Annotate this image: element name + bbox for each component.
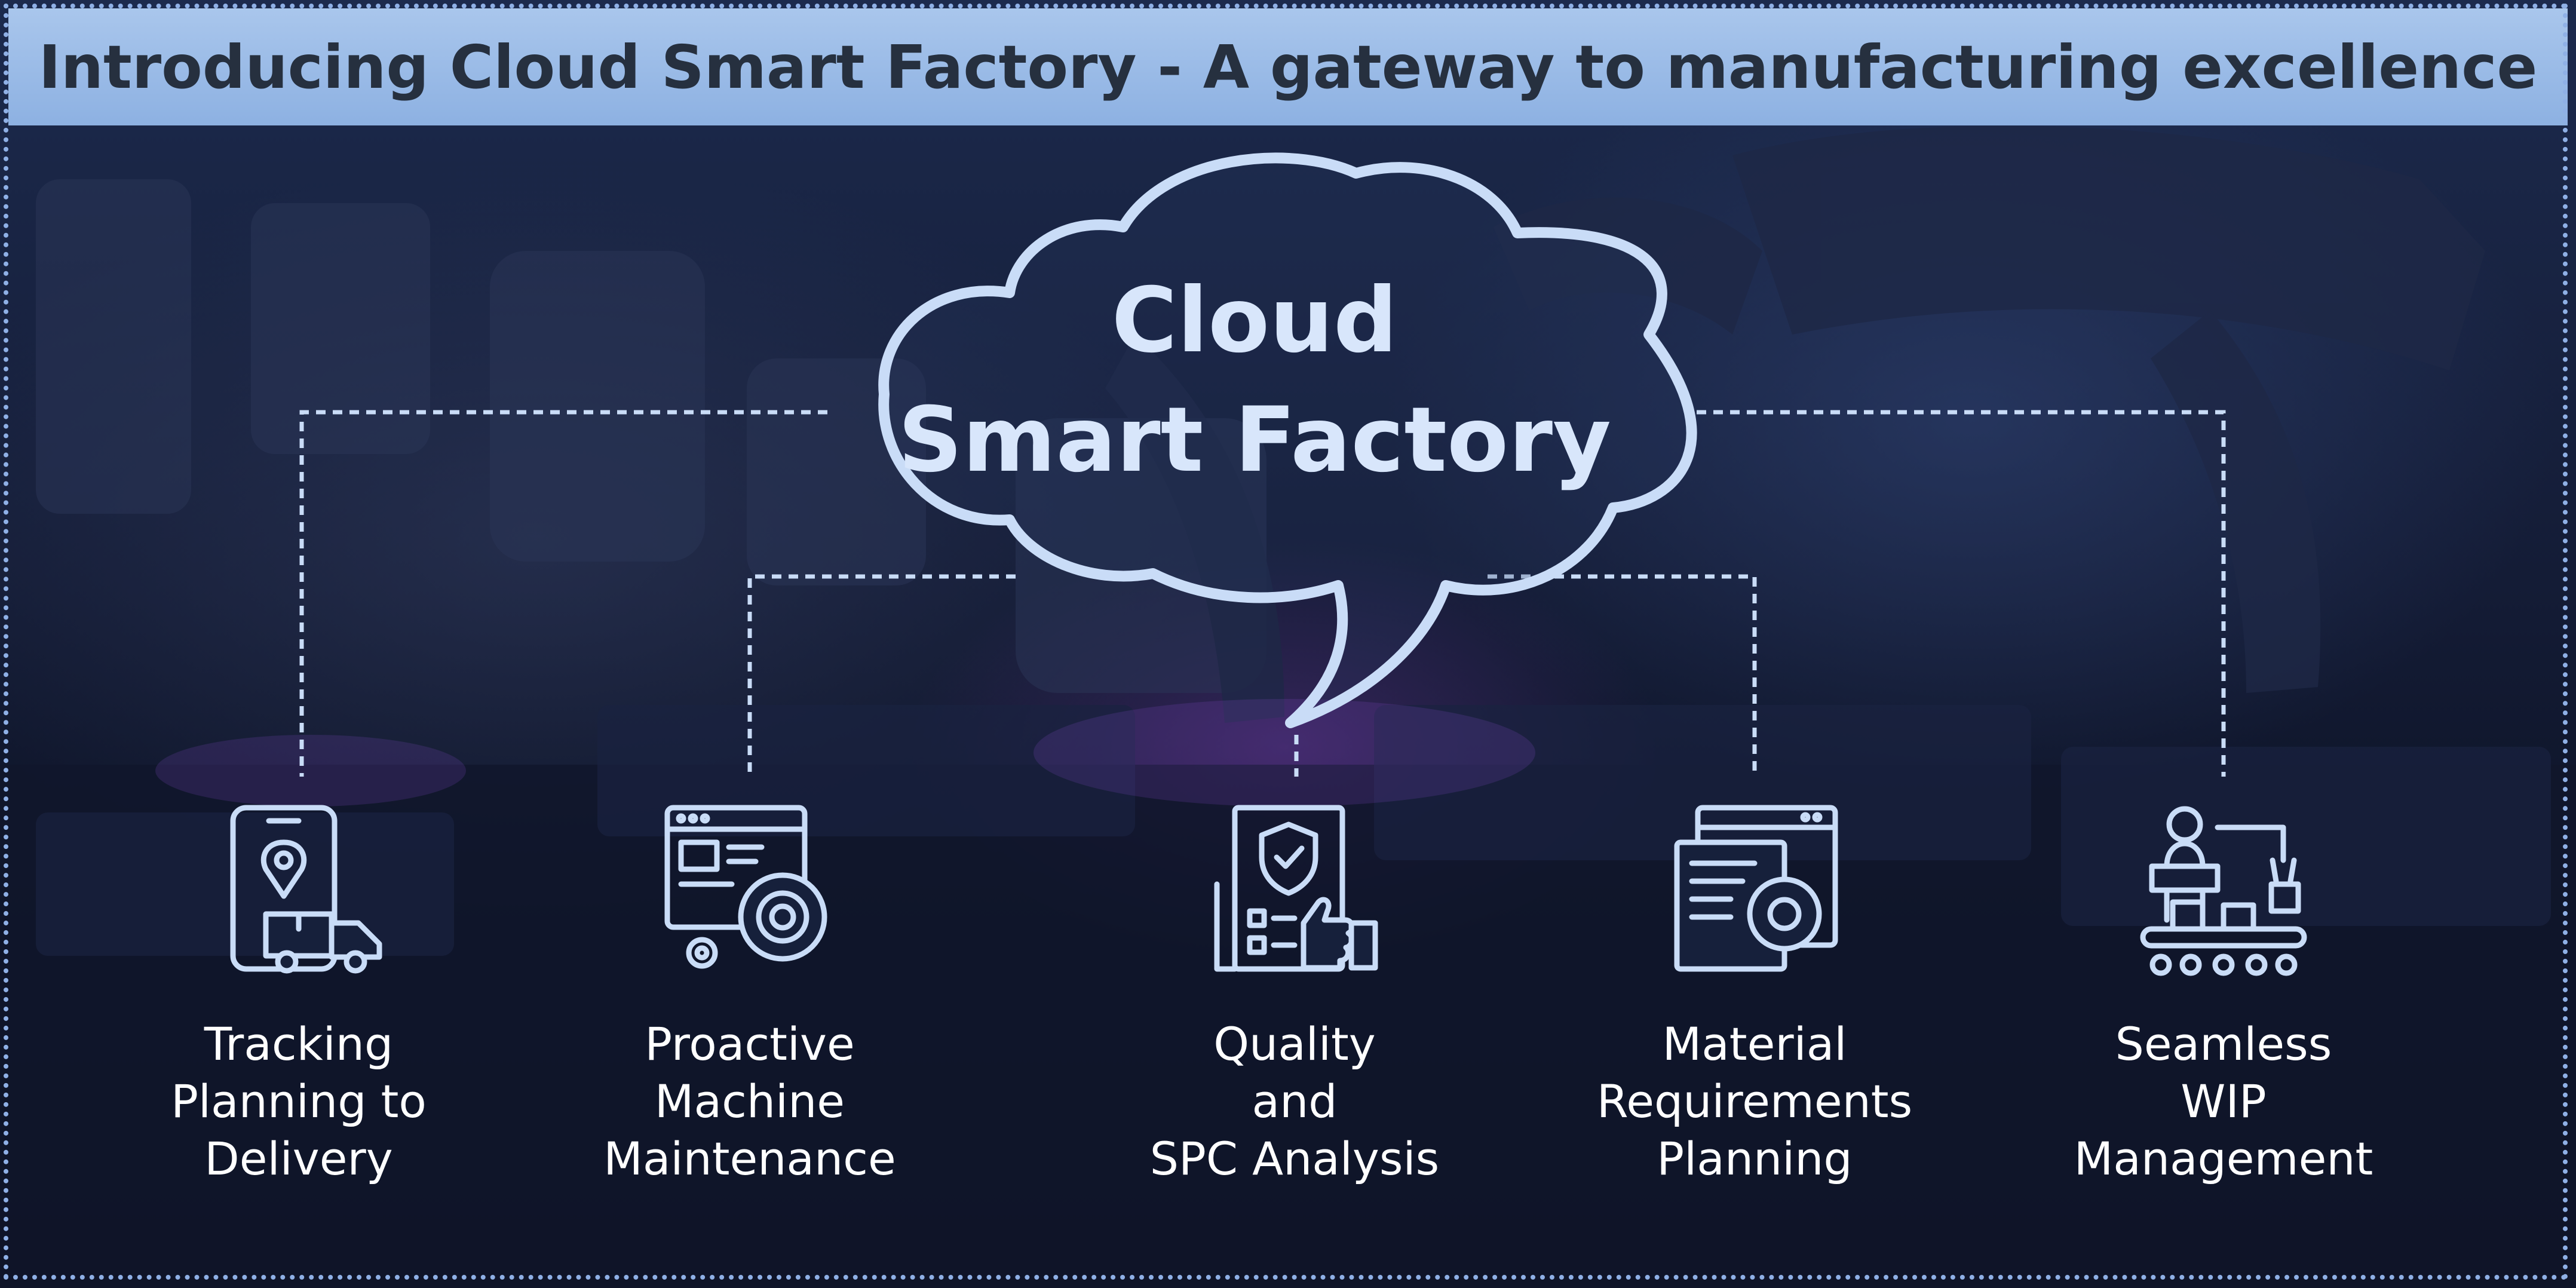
cloud-title-line-2: Smart Factory bbox=[898, 388, 1611, 492]
cloud-title-line-1: Cloud bbox=[1111, 269, 1398, 373]
feature-label: Quality and SPC Analysis bbox=[1149, 1017, 1440, 1185]
phone-location-truck-icon bbox=[230, 805, 382, 974]
connector-line-2 bbox=[747, 574, 1016, 777]
feature-label: Material Requirements Planning bbox=[1596, 1017, 1913, 1185]
speech-cloud-shape bbox=[878, 152, 1697, 728]
feature-maintenance: Proactive Machine Maintenance bbox=[559, 801, 941, 1188]
shield-checklist-thumbsup-icon bbox=[1214, 805, 1378, 972]
feature-label: Tracking Planning to Delivery bbox=[171, 1017, 427, 1185]
feature-label: Seamless WIP Management bbox=[2074, 1017, 2373, 1185]
connector-line-5 bbox=[1697, 410, 2226, 777]
connector-line-4 bbox=[1488, 574, 1757, 777]
worker-conveyor-robot-icon bbox=[2140, 806, 2307, 976]
connector-line-1 bbox=[299, 410, 827, 777]
browser-gear-icon bbox=[664, 805, 827, 969]
feature-quality: Quality and SPC Analysis bbox=[1103, 801, 1486, 1188]
page-title: Introducing Cloud Smart Factory - A gate… bbox=[38, 32, 2538, 102]
feature-tracking: Tracking Planning to Delivery bbox=[108, 801, 490, 1188]
feature-label: Proactive Machine Maintenance bbox=[603, 1017, 896, 1185]
title-bar: Introducing Cloud Smart Factory - A gate… bbox=[8, 8, 2568, 125]
document-gear-icon bbox=[1674, 805, 1838, 972]
feature-wip: Seamless WIP Management bbox=[2032, 801, 2415, 1188]
feature-mrp: Material Requirements Planning bbox=[1563, 801, 1946, 1188]
